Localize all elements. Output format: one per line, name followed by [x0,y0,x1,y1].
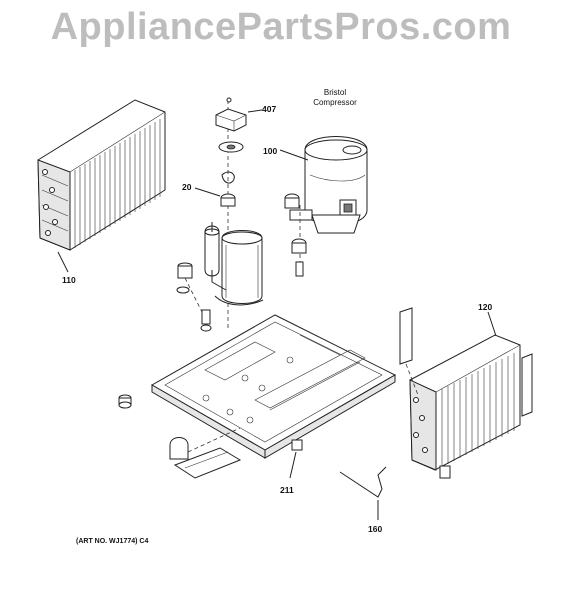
art-number-note: (ART NO. WJ1774) C4 [76,538,149,545]
watermark: AppliancePartsPros.com [50,6,512,48]
condenser-coil-110[interactable] [37,99,166,273]
coil-bracket-left[interactable] [399,307,419,396]
coil-bracket-right[interactable] [521,353,533,417]
base-pan[interactable] [150,314,397,459]
evaporator-coil-120[interactable] [409,311,521,479]
callout-110: 110 [62,275,76,285]
callout-211: 211 [280,485,294,495]
callout-100: 100 [263,146,278,156]
compressor-label-line2: Compressor [313,98,357,107]
callout-160: 160 [368,524,383,534]
bristol-compressor-100[interactable] [279,136,368,277]
grommet[interactable] [118,394,132,409]
clip-211[interactable] [289,439,303,479]
terminal-cover-20[interactable] [194,171,236,207]
compressor-label: Bristol Compressor [300,88,370,108]
callout-20: 20 [182,182,192,192]
rotary-compressor[interactable] [176,222,264,332]
drain-bracket[interactable] [169,427,242,479]
callout-120: 120 [478,302,493,312]
capacitor-stack-407[interactable] [215,97,263,330]
callout-407: 407 [262,104,277,114]
compressor-label-line1: Bristol [323,88,347,97]
rod-160[interactable] [339,466,387,520]
